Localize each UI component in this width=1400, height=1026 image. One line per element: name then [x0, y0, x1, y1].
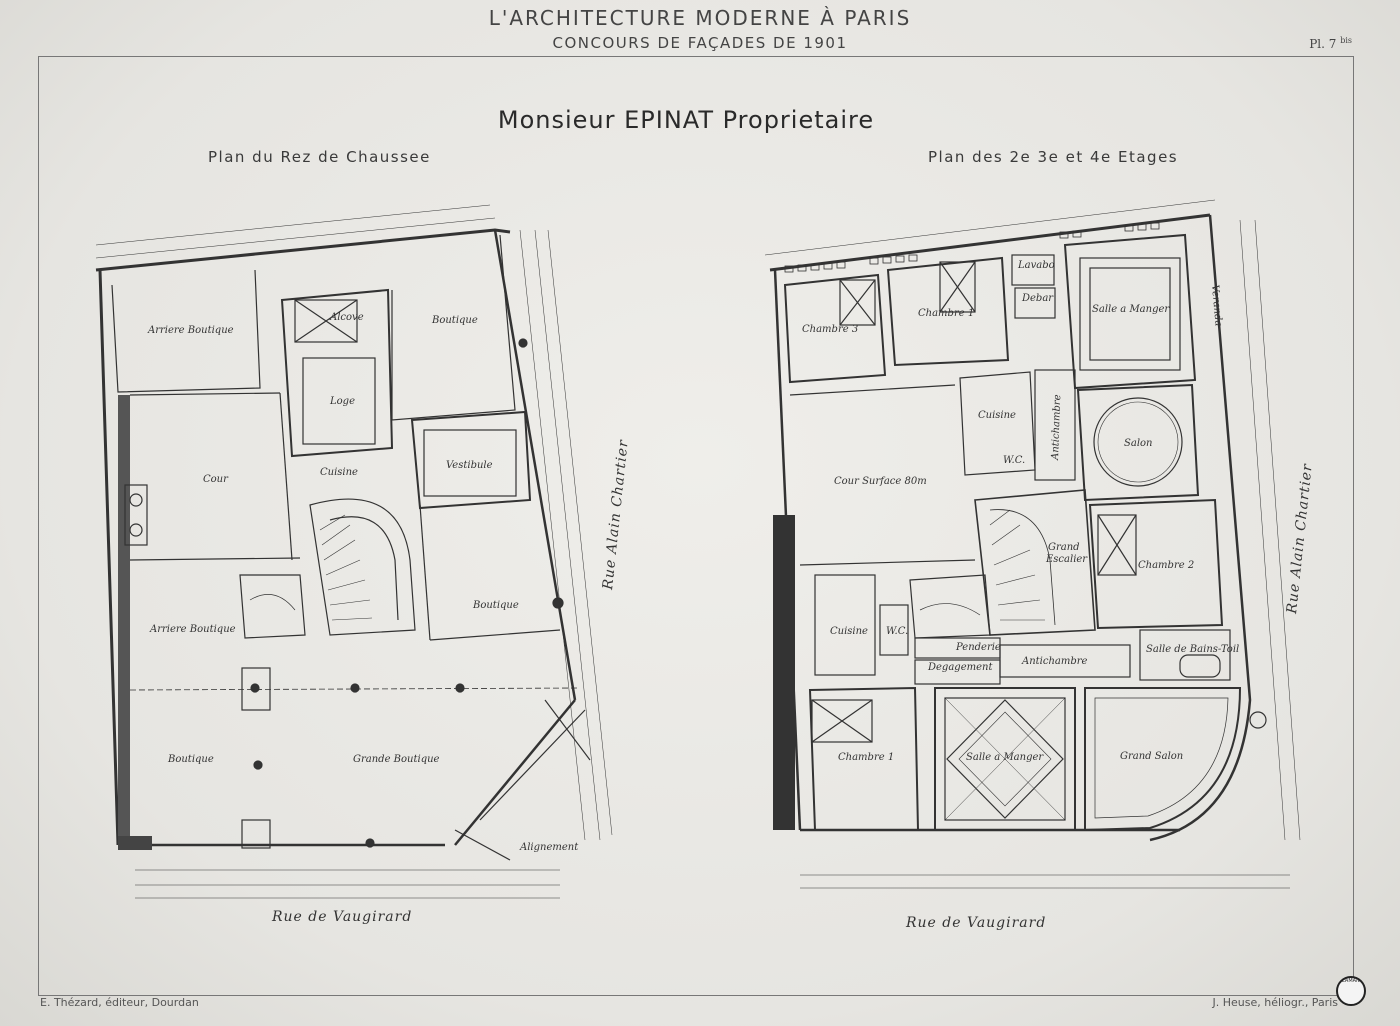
label-vestibule: Vestibule	[446, 460, 493, 471]
series-subtitle: CONCOURS DE FAÇADES DE 1901	[552, 34, 848, 52]
label-arriere-boutique-mid: Arriere Boutique	[149, 624, 236, 635]
page-title: Monsieur EPINAT Proprietaire	[497, 106, 875, 134]
label-chambre1-top: Chambre 1	[918, 308, 974, 319]
label-grand-escalier-2: Escalier	[1045, 554, 1088, 565]
label-salle-manger-bottom: Salle a Manger	[966, 752, 1044, 763]
label-salle-manger-top: Salle a Manger	[1092, 304, 1170, 315]
left-plan	[95, 204, 613, 899]
label-wc-mid: W.C.	[886, 626, 908, 637]
label-alignement: Alignement	[519, 842, 579, 853]
label-salon: Salon	[1124, 438, 1152, 449]
label-arriere-boutique-top: Arriere Boutique	[147, 325, 234, 336]
label-chambre3: Chambre 3	[802, 324, 858, 335]
right-plan	[764, 199, 1301, 889]
label-cuisine-mid: Cuisine	[830, 626, 868, 637]
publisher-credit: E. Thézard, éditeur, Dourdan	[40, 996, 199, 1009]
plate-sup: bis	[1340, 36, 1352, 45]
label-cour: Cour	[203, 474, 229, 485]
label-grande-boutique: Grande Boutique	[353, 754, 440, 765]
label-boutique-right: Boutique	[472, 600, 519, 611]
label-grand-salon: Grand Salon	[1120, 751, 1183, 762]
street-alain-chartier-right: Rue Alain Chartier	[1284, 462, 1316, 615]
label-grand-escalier: Grand	[1048, 542, 1080, 553]
label-antichambre-vertical: Antichambre	[1050, 394, 1063, 461]
plate-label: Pl. 7	[1309, 37, 1337, 51]
label-veranda: Veranda	[1209, 284, 1224, 327]
left-plan-title: Plan du Rez de Chaussee	[208, 148, 431, 166]
series-title: L'ARCHITECTURE MODERNE À PARIS	[488, 6, 912, 30]
street-alain-chartier-left: Rue Alain Chartier	[600, 438, 632, 591]
label-chambre1-bottom: Chambre 1	[838, 752, 894, 763]
street-vaugirard-left: Rue de Vaugirard	[271, 909, 412, 925]
right-plan-title: Plan des 2e 3e et 4e Etages	[928, 148, 1179, 166]
engraver-credit: J. Heuse, héliogr., Paris	[1212, 996, 1339, 1009]
stamp-text: FLAMANT	[1339, 978, 1363, 984]
label-loge: Loge	[329, 396, 355, 407]
label-cuisine-left: Cuisine	[320, 467, 358, 478]
label-boutique-left: Boutique	[167, 754, 214, 765]
label-penderie: Penderie	[955, 642, 1001, 653]
label-boutique-top: Boutique	[431, 315, 478, 326]
label-cuisine-top: Cuisine	[978, 410, 1016, 421]
collection-stamp: FLAMANT	[1336, 976, 1366, 1006]
label-debarras: Debar	[1021, 293, 1054, 304]
label-chambre2: Chambre 2	[1138, 560, 1194, 571]
plate-number: Pl. 7 bis	[1309, 36, 1352, 51]
label-cour-surface: Cour Surface 80m	[834, 476, 927, 487]
plate-border	[38, 56, 1354, 996]
label-alcove: Alcove	[329, 312, 364, 323]
label-salle-bains: Salle de Bains-Toil	[1146, 644, 1239, 655]
label-antichambre: Antichambre	[1021, 656, 1088, 667]
label-degagement: Degagement	[927, 662, 993, 673]
label-wc-top: W.C.	[1003, 455, 1025, 466]
label-lavabo: Lavabo	[1017, 260, 1055, 271]
street-vaugirard-right: Rue de Vaugirard	[905, 915, 1046, 931]
